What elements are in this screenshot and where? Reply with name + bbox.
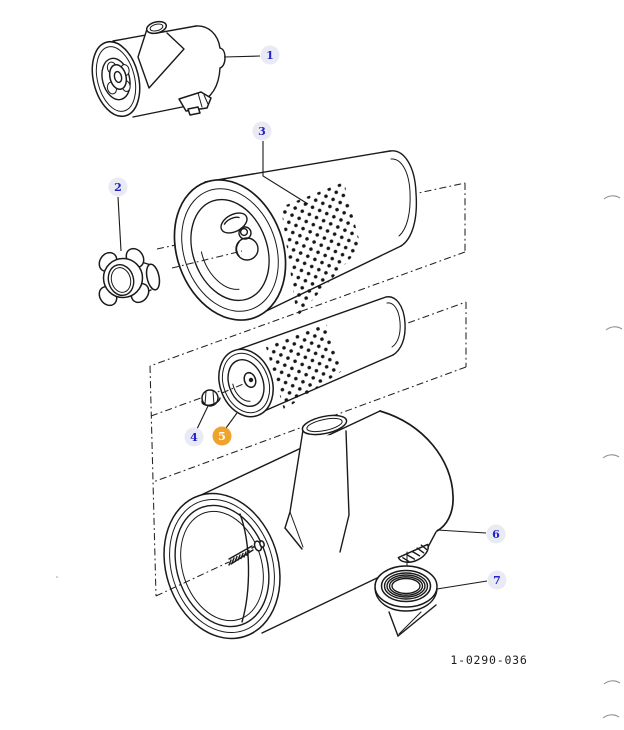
callout-2[interactable]: 2: [108, 177, 128, 197]
part-1-pre-cleaner: [91, 20, 226, 118]
svg-text:7: 7: [493, 574, 501, 587]
face-wing-hub: [106, 61, 131, 95]
svg-text:2: 2: [114, 181, 122, 194]
callout-6[interactable]: 6: [486, 524, 506, 544]
part-6-housing: [155, 410, 454, 640]
perforation-dots: [281, 182, 361, 317]
svg-text:1: 1: [266, 49, 274, 62]
drawing-code: 1-0290-036: [450, 653, 527, 667]
part-5-inner-filter-element: [218, 296, 406, 418]
inlet-tube: [284, 414, 350, 553]
inner-baffle-edge: [239, 513, 250, 623]
callout-7[interactable]: 7: [487, 570, 507, 590]
svg-text:6: 6: [492, 528, 500, 541]
part-2-wing-nut: [98, 247, 161, 307]
svg-text:5: 5: [218, 430, 226, 443]
end-cap-slot-hole: [220, 212, 248, 234]
svg-text:3: 3: [258, 125, 266, 138]
leader-lines: [117, 55, 488, 590]
part-4-nut: [201, 389, 221, 407]
element-retaining-stud: [228, 540, 265, 566]
internal-threads: [383, 572, 429, 600]
callout-4[interactable]: 4: [184, 427, 204, 447]
callout-5-highlighted[interactable]: 5: [212, 426, 232, 446]
drain-boss: [397, 543, 429, 563]
mounting-bracket: [178, 91, 212, 116]
callout-3[interactable]: 3: [252, 121, 272, 141]
part-7-dust-valve: [374, 551, 438, 637]
svg-text:4: 4: [190, 431, 198, 444]
perforation-dots: [266, 323, 342, 410]
scan-artifacts: [56, 195, 623, 719]
callout-1[interactable]: 1: [260, 45, 280, 65]
part-3-outer-filter-element: [171, 150, 418, 321]
